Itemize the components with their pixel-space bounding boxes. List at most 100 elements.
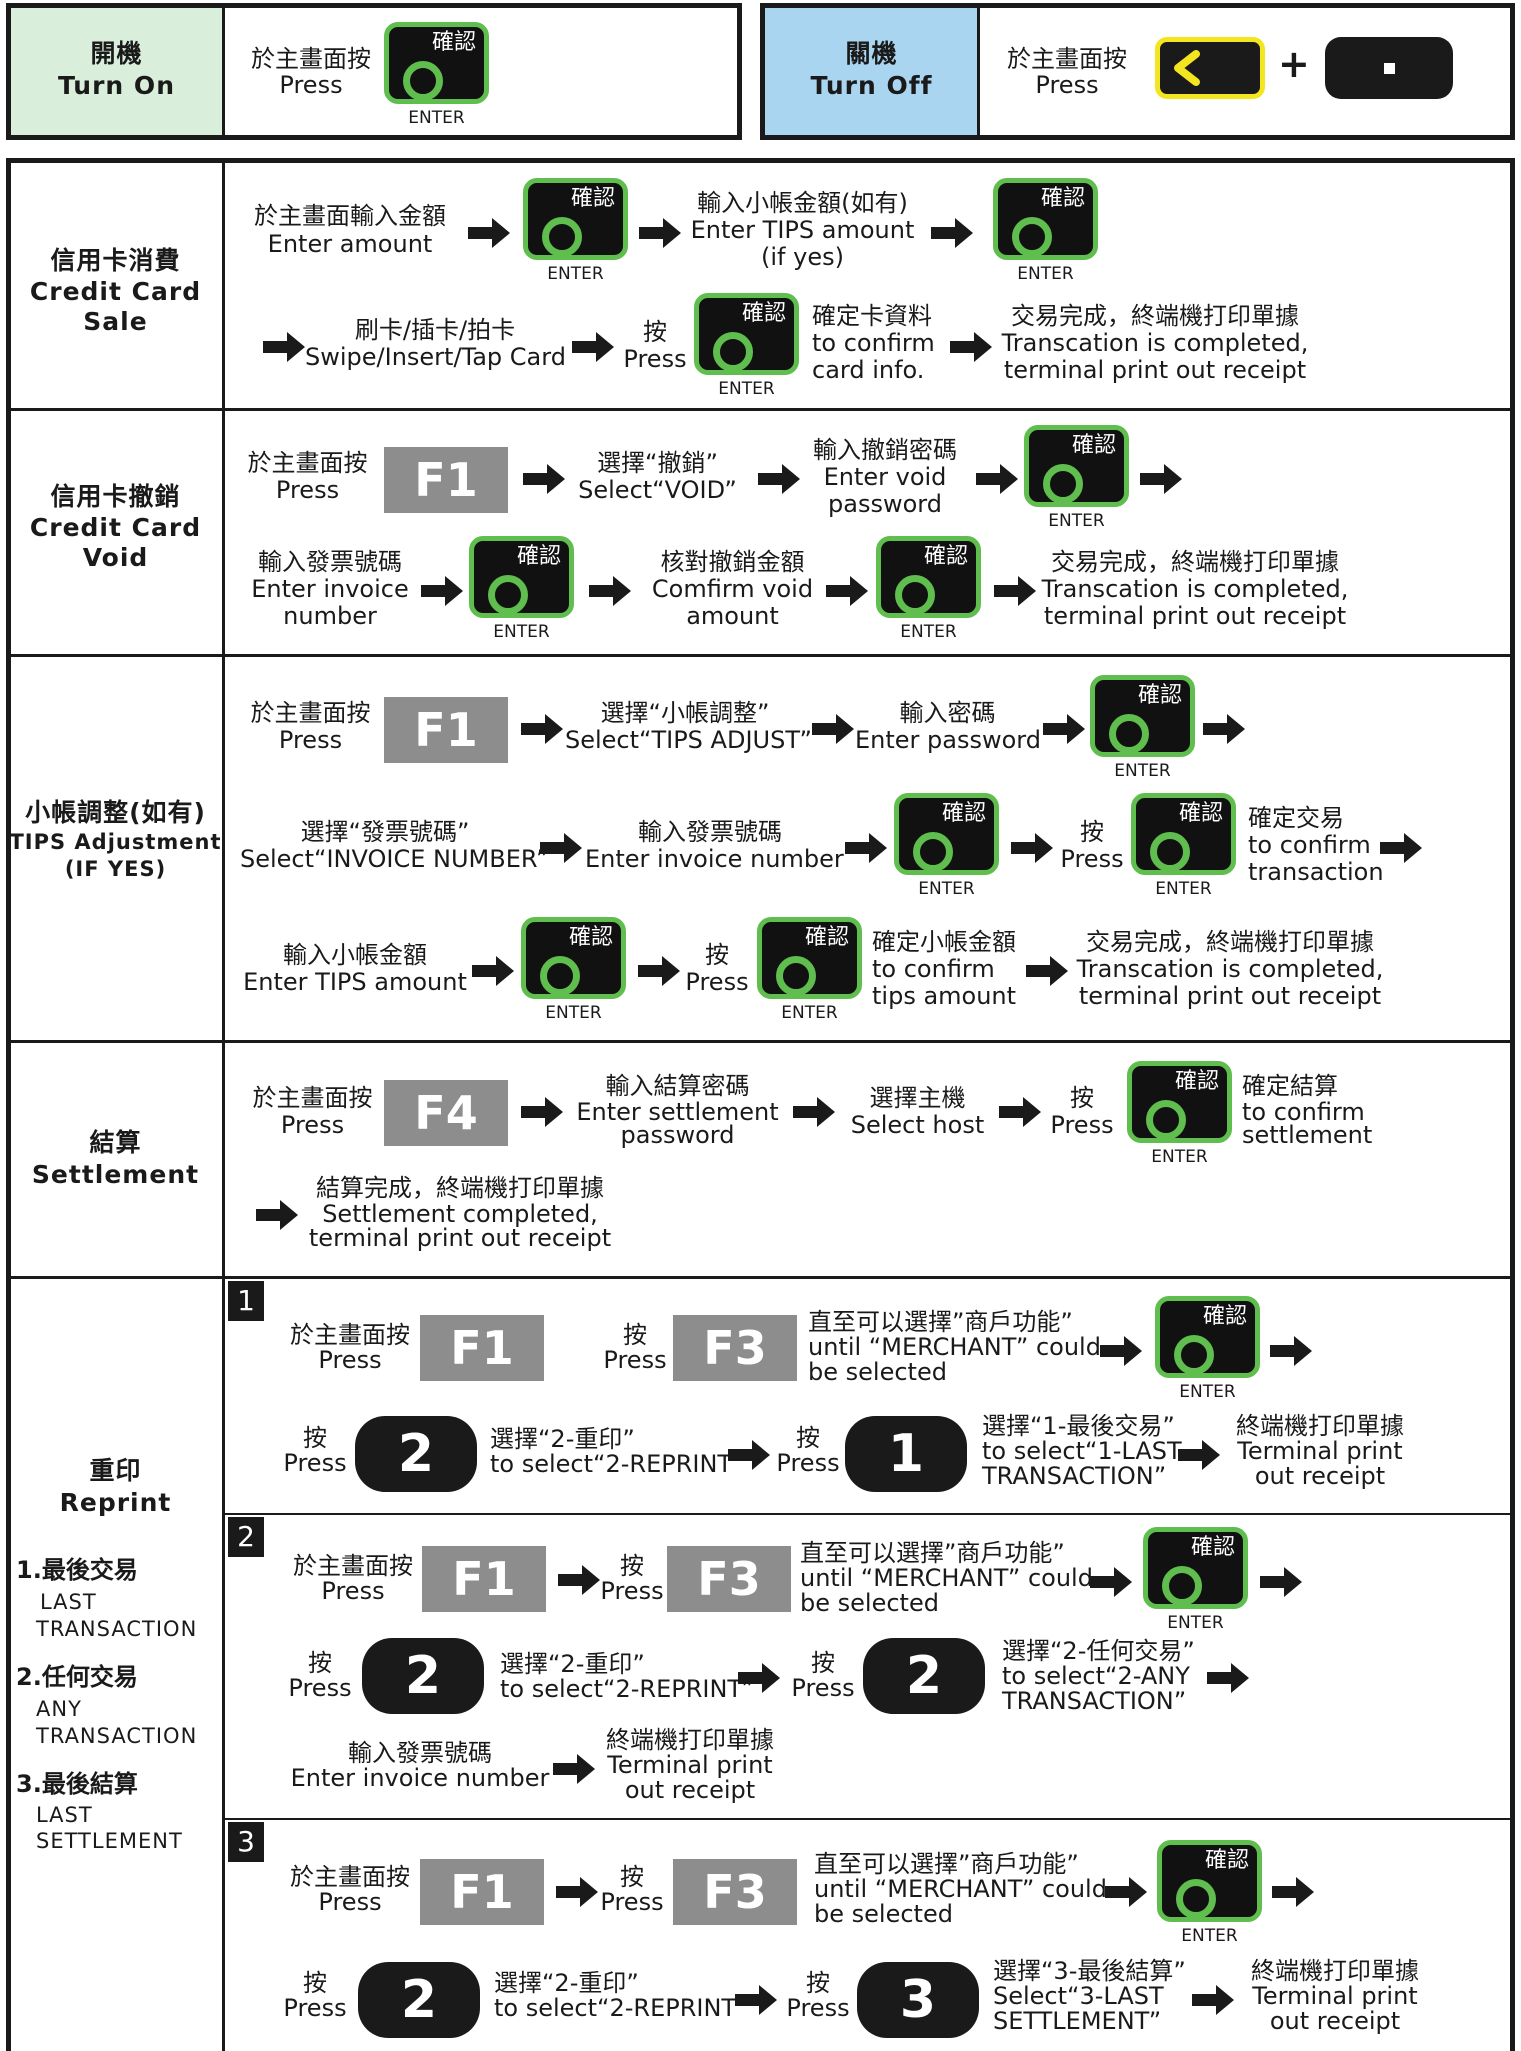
press-en: Press	[791, 1674, 855, 1702]
arrow-icon	[521, 714, 563, 744]
reprint3-ls-en2: SETTLEMENT”	[993, 2007, 1162, 2035]
sale-step5-en2: terminal print out receipt	[1003, 356, 1307, 384]
press-zh: 按	[303, 1969, 327, 1997]
key-2[interactable]: 2	[362, 1638, 484, 1714]
arrow-icon	[556, 1877, 598, 1907]
title-column-divider	[222, 160, 225, 2051]
chevron-left-icon	[1174, 50, 1200, 86]
dot-key[interactable]	[1325, 37, 1453, 99]
reprint3-merchant-en2: be selected	[814, 1900, 953, 1928]
turn-off-title-cell	[765, 8, 978, 135]
press-en: Press	[288, 1674, 352, 1702]
arrow-icon	[523, 464, 565, 494]
reprint3-ls-zh: 選擇“3-最後結算”	[993, 1957, 1186, 1985]
reprint1-last-en1: to select“1-LAST	[982, 1437, 1182, 1465]
press-zh: 按	[623, 1321, 647, 1349]
void-step5-en1: Comfirm void	[651, 575, 814, 603]
arrow-icon	[826, 576, 868, 606]
f3-key[interactable]: F3	[673, 1315, 797, 1381]
key-2[interactable]: 2	[358, 1962, 480, 2038]
reprint2-any-zh: 選擇“2-任何交易”	[1002, 1637, 1195, 1665]
f1-key[interactable]: F1	[420, 1859, 544, 1925]
reprint3-merchant-zh: 直至可以選擇”商戶功能”	[814, 1850, 1079, 1878]
void-step3-zh: 輸入撤銷密碼	[813, 436, 957, 464]
press-en: Press	[283, 1449, 347, 1477]
tips-step3-en: Enter password	[855, 726, 1041, 754]
arrow-icon	[421, 576, 463, 606]
f1-key[interactable]: F1	[384, 447, 508, 513]
turn-on-title-zh: 開機	[90, 39, 143, 68]
back-key[interactable]	[1155, 37, 1265, 99]
sale-step1-zh: 於主畫面輸入金額	[254, 202, 446, 230]
turn-off-title-zh: 關機	[845, 39, 898, 68]
key-2[interactable]: 2	[863, 1638, 985, 1714]
plus-sign: +	[1278, 42, 1310, 86]
press-zh: 按	[308, 1649, 332, 1677]
key-3[interactable]: 3	[857, 1962, 979, 2038]
void-step4-en2: number	[283, 602, 377, 630]
void-step3-en1: Enter void	[823, 463, 947, 491]
tips-step6-en2: transaction	[1248, 858, 1384, 886]
settle-step5-zh: 結算完成，終端機打印單據	[316, 1174, 604, 1202]
f4-key[interactable]: F4	[384, 1080, 508, 1146]
tips-step9-zh: 交易完成，終端機打印單據	[1086, 928, 1374, 956]
f1-key[interactable]: F1	[420, 1315, 544, 1381]
tips-step8-en1: to confirm	[872, 955, 995, 983]
reprint2-any-en2: TRANSACTION”	[1002, 1687, 1187, 1715]
tips-step2-en: Select“TIPS ADJUST”	[565, 726, 812, 754]
arrow-icon	[521, 1097, 563, 1127]
turn-off-panel	[760, 3, 1515, 140]
tips-title-zh: 小帳調整(如有)	[25, 798, 206, 827]
arrow-icon	[472, 956, 514, 986]
sale-step1-en: Enter amount	[267, 230, 433, 258]
void-step6-en1: Transcation is completed,	[1041, 575, 1349, 603]
turn-on-press-zh: 於主畫面按	[251, 45, 371, 73]
arrow-icon	[976, 464, 1018, 494]
subrow-divider	[222, 1818, 1512, 1820]
tips-step5-zh: 輸入發票號碼	[638, 818, 782, 846]
sale-step5-en1: Transcation is completed,	[1001, 329, 1309, 357]
reprint1-merchant-en2: be selected	[808, 1358, 947, 1386]
arrow-icon	[1207, 1663, 1249, 1693]
f1-key[interactable]: F1	[384, 697, 508, 763]
void-step1-en: Press	[275, 476, 340, 504]
f3-key[interactable]: F3	[667, 1546, 791, 1612]
void-step3-en2: password	[828, 490, 942, 518]
row-divider	[9, 408, 1512, 411]
tips-step3-zh: 輸入密碼	[899, 699, 996, 727]
key-2[interactable]: 2	[355, 1416, 477, 1492]
reprint3-merchant-en1: until “MERCHANT” could	[814, 1875, 1107, 1903]
settle-step5-en2: terminal print out receipt	[308, 1224, 612, 1252]
void-title-en1: Credit Card	[29, 513, 202, 542]
arrow-icon	[1090, 1567, 1132, 1597]
turn-off-press-en: Press	[1035, 71, 1099, 99]
reprint2-print-zh: 終端機打印單據	[606, 1726, 774, 1754]
tips-step6-zh: 確定交易	[1248, 804, 1344, 832]
arrow-icon	[1203, 714, 1245, 744]
arrow-icon	[994, 576, 1036, 606]
f3-key[interactable]: F3	[673, 1859, 797, 1925]
reprint-option3-zh: 3.最後結算	[16, 1770, 138, 1798]
key-1[interactable]: 1	[845, 1416, 967, 1492]
settle-step1-zh: 於主畫面按	[252, 1084, 373, 1112]
void-step2-zh: 選擇“撤銷”	[597, 449, 718, 477]
step-badge: 2	[228, 1517, 264, 1557]
f1-key[interactable]: F1	[422, 1546, 546, 1612]
tips-step1-zh: 於主畫面按	[250, 699, 371, 727]
